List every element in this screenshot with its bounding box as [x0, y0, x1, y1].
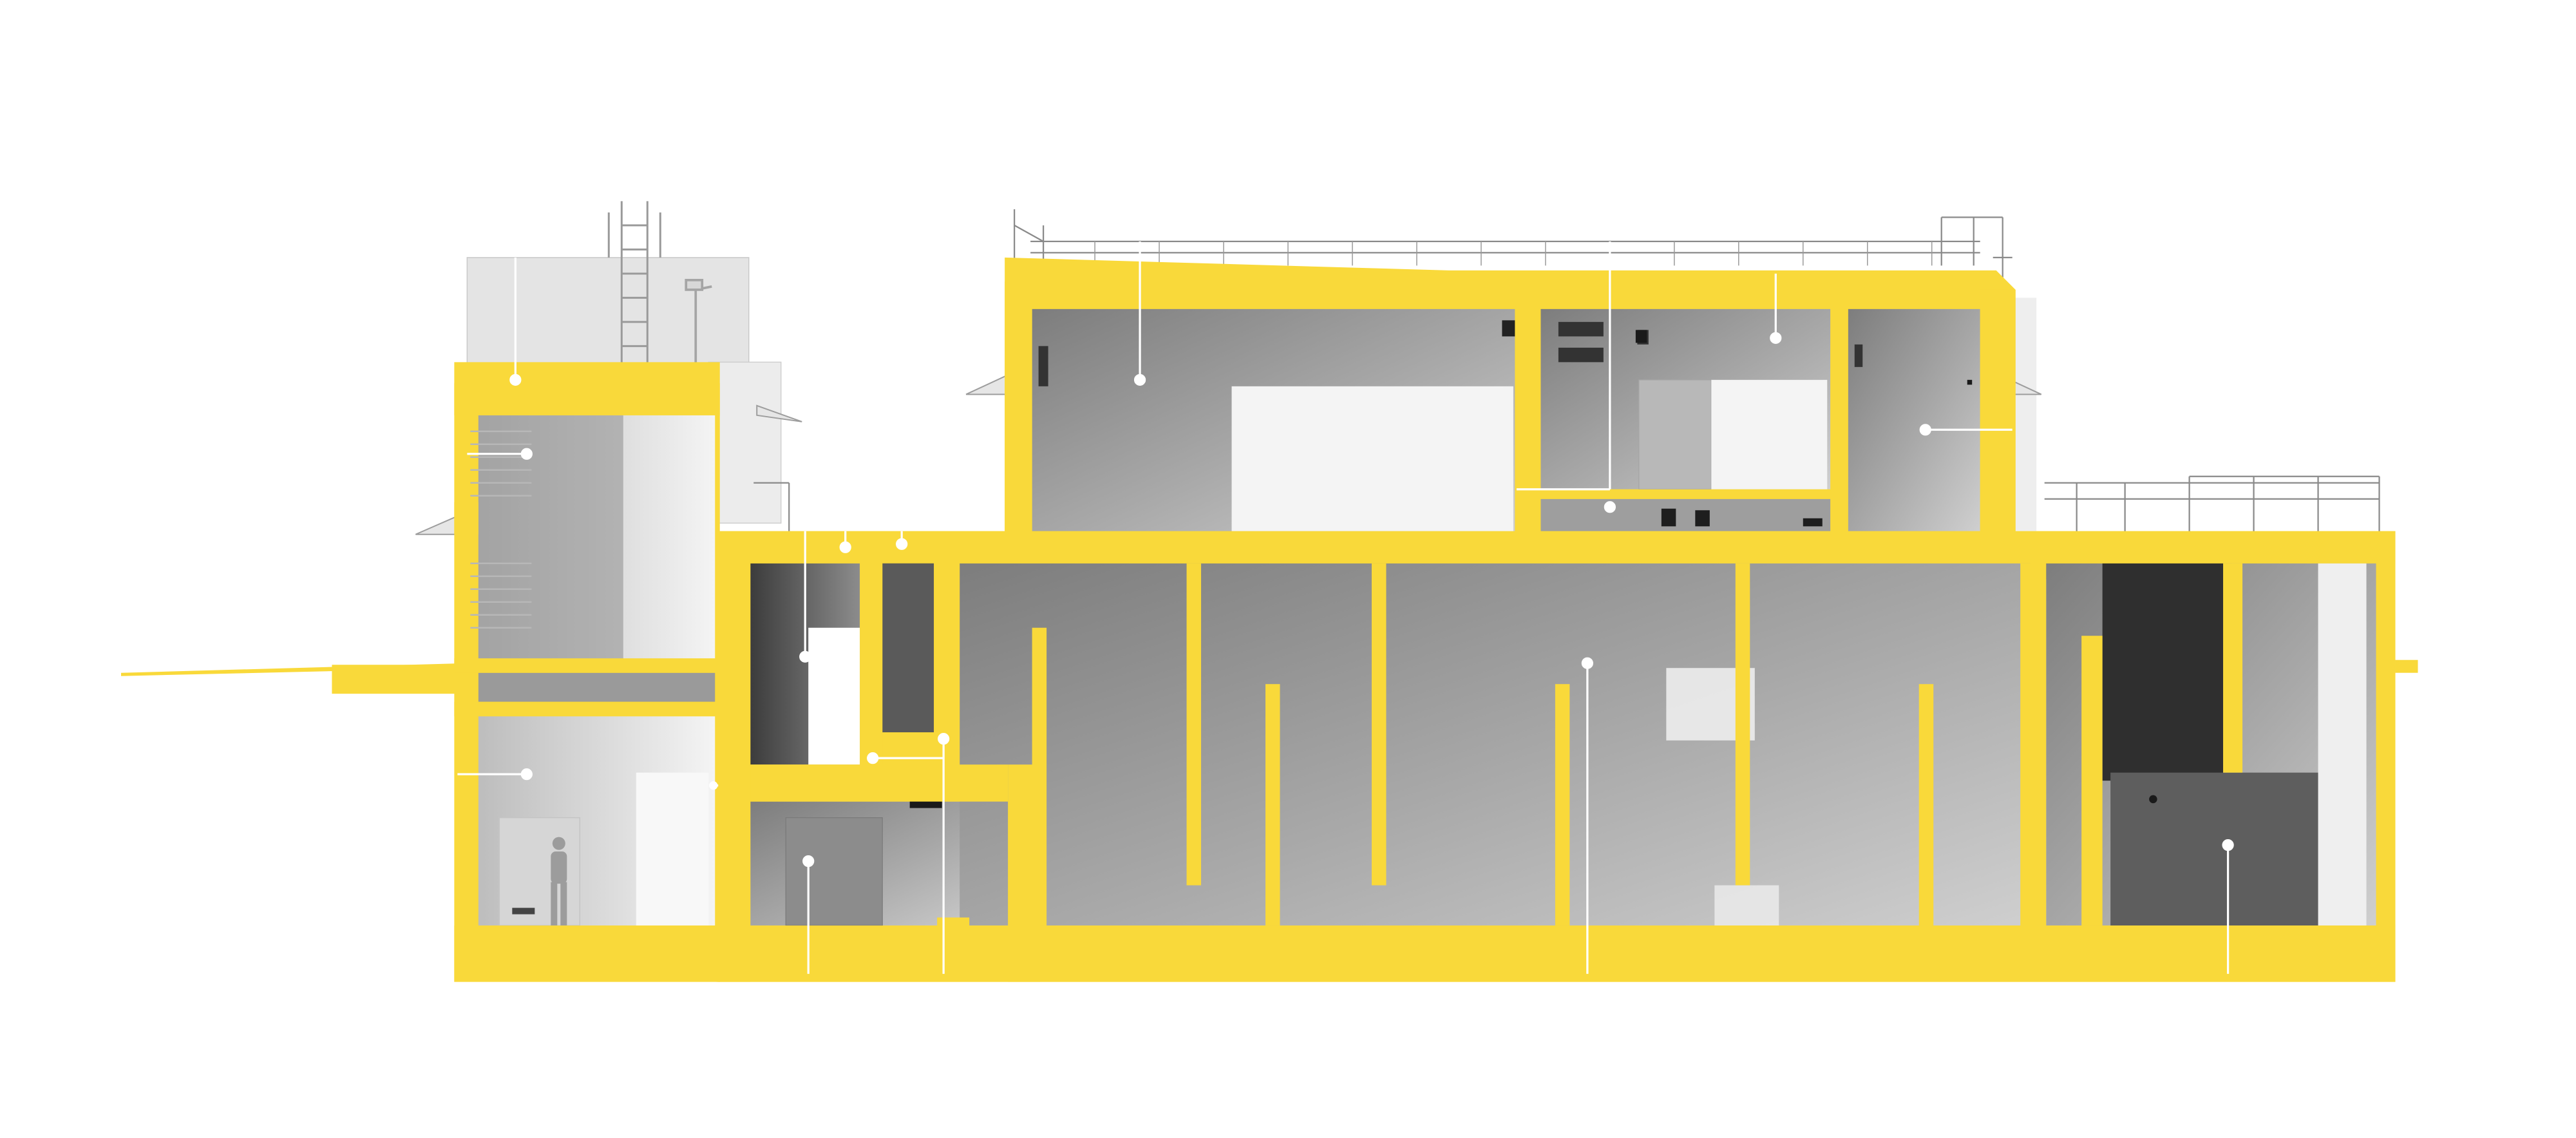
upper-center-light	[1711, 379, 1828, 489]
callouts	[457, 241, 2234, 974]
details	[1635, 330, 2157, 804]
callout-5	[839, 531, 851, 553]
roof-railing-posts	[1094, 241, 1933, 266]
door	[498, 817, 581, 926]
upper-center-lower-vents	[1661, 508, 1823, 527]
upper-center-door	[1638, 379, 1712, 490]
terrace-railing	[2044, 475, 2380, 536]
callout-16	[709, 781, 719, 790]
upper-hall-light	[1231, 386, 1513, 531]
upper-hall-window	[1038, 346, 1048, 386]
callout-10	[1133, 241, 1146, 386]
callout-14	[1581, 657, 1593, 974]
shaft-opening	[808, 627, 860, 765]
upper-right-window	[1854, 344, 1863, 367]
gallery-right-light	[2318, 563, 2367, 926]
tower-railing	[753, 482, 790, 531]
callout-12	[1516, 241, 1616, 513]
room-gallery-main	[960, 563, 2031, 926]
callout-1	[509, 257, 522, 386]
lobby-door	[785, 817, 883, 926]
callout-6	[896, 531, 908, 550]
gallery-right-dark	[2102, 563, 2224, 781]
lobby-bench	[512, 907, 535, 915]
internal-walls	[454, 281, 2396, 982]
room-upper-right	[1848, 308, 1980, 531]
roof-vent	[685, 279, 712, 379]
human-figure	[551, 837, 567, 926]
tower-lower-light	[636, 772, 709, 926]
callout-3	[457, 768, 533, 781]
callout-2	[467, 448, 533, 460]
upper-center-lower	[1540, 498, 1831, 531]
callout-9	[802, 855, 815, 974]
gallery-light-patch-2	[1714, 885, 1779, 926]
tower-louvers	[470, 430, 532, 629]
roof-railing-left	[1013, 209, 1980, 266]
callout-13	[1919, 424, 2012, 436]
callout-8	[938, 733, 950, 974]
callout-11	[1770, 273, 1782, 344]
upper-hall-vent	[1502, 320, 1515, 337]
callout-7	[867, 752, 944, 764]
room-shaft-right	[882, 539, 934, 733]
callout-4	[799, 531, 811, 663]
tower-side-mass	[708, 361, 782, 524]
callout-15	[2222, 839, 2234, 974]
tower-mezzanine	[478, 672, 715, 702]
